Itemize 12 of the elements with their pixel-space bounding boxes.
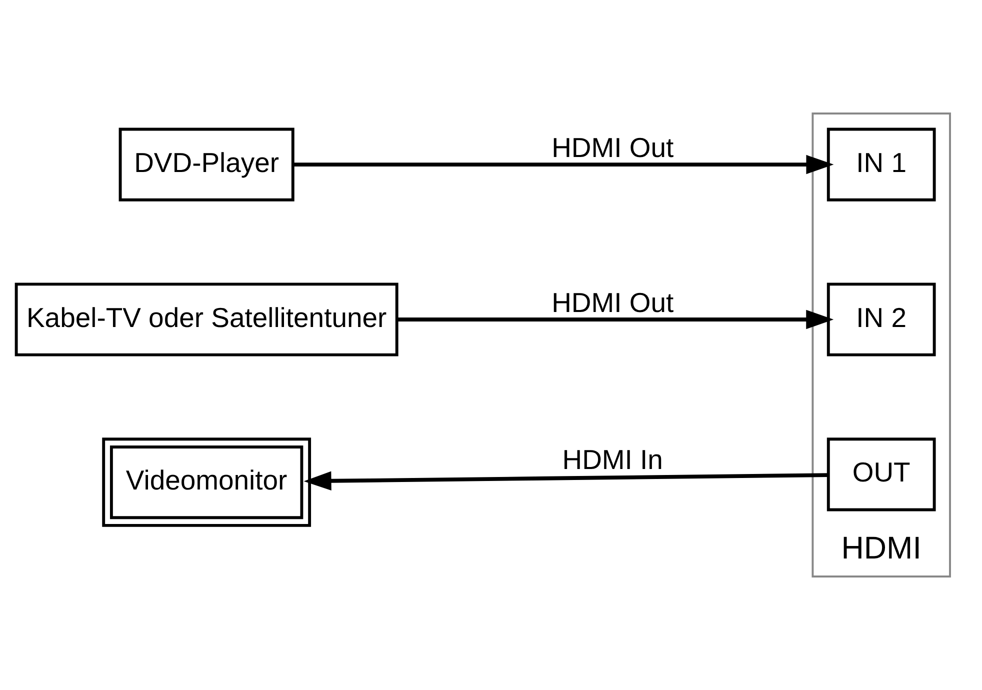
edge-label: HDMI In: [562, 444, 663, 475]
edge-label: HDMI Out: [552, 287, 674, 318]
edge-label: HDMI Out: [552, 132, 674, 164]
node-box: Videomonitor: [102, 438, 312, 527]
node-box: IN 1: [826, 128, 936, 202]
node-box: OUT: [826, 438, 936, 512]
node-box: Kabel-TV oder Satellitentuner: [14, 282, 398, 356]
arrow: [304, 471, 828, 490]
arrow: [294, 154, 834, 174]
node-box: IN 2: [826, 282, 936, 356]
node-box: DVD-Player: [118, 128, 294, 202]
arrow: [397, 310, 834, 330]
